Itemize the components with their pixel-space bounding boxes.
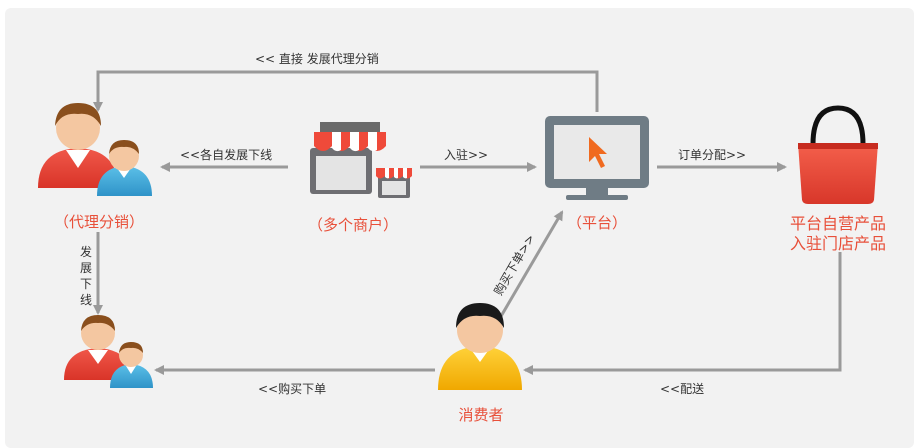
edge-label-delivery: <<配送 [660, 382, 705, 396]
node-label-platform: （平台） [566, 214, 627, 232]
edge-direct-distribution [93, 70, 599, 112]
consumer-icon [438, 303, 522, 390]
node-label-products-1: 平台自营产品 [789, 214, 886, 233]
edge-label-settle-in: 入驻>> [444, 148, 489, 162]
node-label-consumer: 消费者 [458, 406, 504, 424]
edge-label-buy-order-bottom: <<购买下单 [258, 382, 327, 396]
edge-label-develop-downline: <<各自发展下线 [180, 148, 273, 162]
node-label-distribution: （代理分销） [53, 213, 144, 231]
node-label-merchants: （多个商户） [307, 216, 398, 234]
distributor-icon [38, 103, 152, 196]
edge-delivery [523, 252, 842, 375]
edge-buy-order-diag [498, 210, 564, 319]
downline-icon [64, 315, 153, 388]
merchants-icon [310, 122, 412, 198]
edge-label-downline-vertical: 发展下线 [79, 245, 92, 307]
edge-label-order-dispatch: 订单分配>> [678, 148, 747, 162]
platform-monitor-icon [545, 116, 649, 200]
shopping-bag-icon [798, 105, 878, 204]
edge-label-direct-distribution: << 直接 发展代理分销 [255, 52, 379, 66]
node-label-products-2: 入驻门店产品 [789, 234, 886, 253]
